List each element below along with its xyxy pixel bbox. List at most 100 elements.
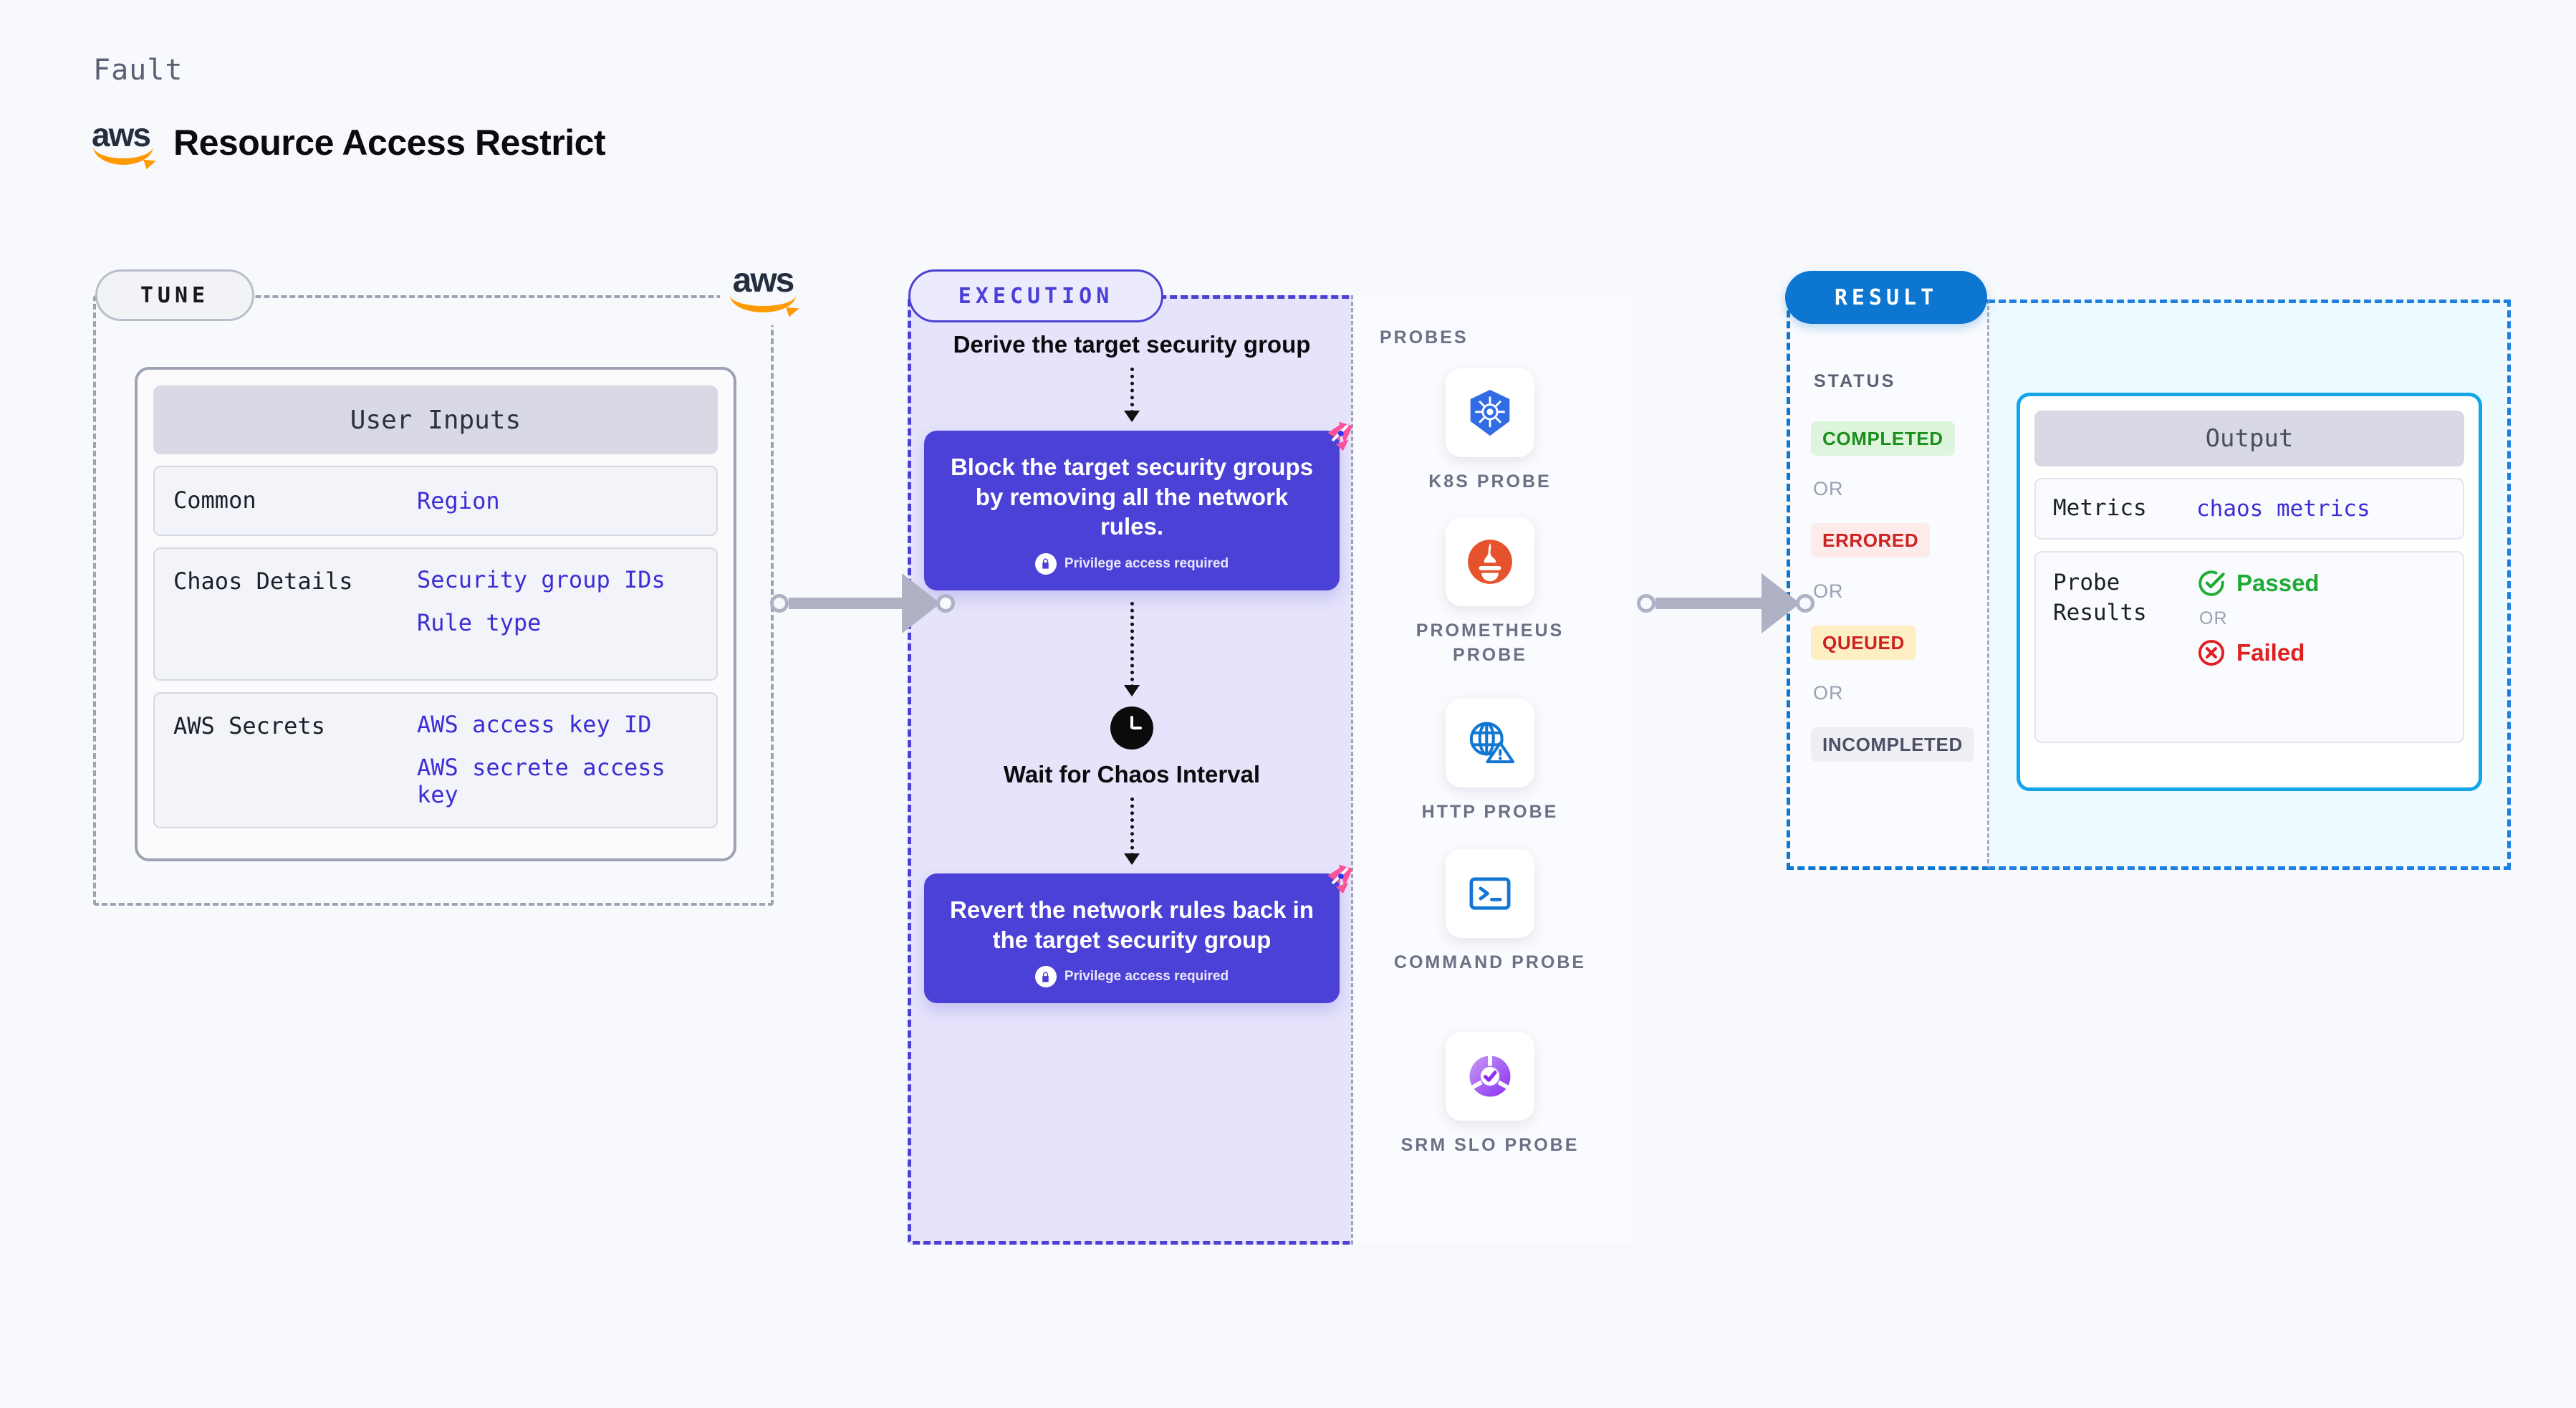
output-row-metrics: Metrics chaos metrics <box>2034 478 2464 540</box>
probe-label: PROMETHEUS PROBE <box>1416 621 1565 665</box>
connector-tune-to-execution <box>770 571 955 636</box>
result-pill[interactable]: RESULT <box>1785 271 1987 324</box>
row-key: Chaos Details <box>173 567 353 595</box>
connector-bar <box>789 598 903 609</box>
aws-logo-icon: aws <box>92 116 155 165</box>
connector-bar <box>1655 598 1763 609</box>
probe-item-srm-slo[interactable]: SRM SLO PROBE <box>1383 1032 1597 1158</box>
status-or-label: OR <box>1813 682 1844 704</box>
row-key: AWS Secrets <box>173 712 325 739</box>
srm-slo-icon <box>1469 1055 1511 1097</box>
fault-title-row: aws Resource Access Restrict <box>92 116 606 165</box>
probe-tile <box>1446 849 1534 938</box>
row-value: Rule type <box>417 609 542 636</box>
x-circle-icon <box>2198 639 2225 666</box>
terminal-icon <box>1469 877 1511 910</box>
step-action-text: Revert the network rules back in the tar… <box>949 896 1314 953</box>
clock-icon <box>1110 706 1153 750</box>
kubernetes-icon <box>1470 389 1510 436</box>
connector-arrowhead-icon <box>1762 573 1800 633</box>
probe-label: HTTP PROBE <box>1421 802 1559 822</box>
aws-smile-icon <box>93 146 153 165</box>
output-key: Probe Results <box>2053 570 2147 626</box>
probe-tile <box>1446 699 1534 787</box>
http-globe-warning-icon <box>1469 722 1515 764</box>
status-badge-queued: QUEUED <box>1811 626 1916 660</box>
step-wait-label: Wait for Chaos Interval <box>1003 760 1261 787</box>
probe-item-command[interactable]: COMMAND PROBE <box>1383 849 1597 975</box>
output-key: Metrics <box>2053 495 2147 522</box>
output-title: Output <box>2034 411 2464 466</box>
user-input-row-common: Common Region <box>153 466 718 536</box>
probe-tile <box>1446 368 1534 457</box>
execution-flow: Derive the target security group Block t… <box>924 330 1353 1004</box>
privilege-note: Privilege access required <box>943 552 1321 575</box>
probe-item-prometheus[interactable]: PROMETHEUS PROBE <box>1383 517 1597 668</box>
flow-arrow-icon <box>1124 368 1140 423</box>
connector-end-dot <box>936 594 955 613</box>
row-values: Region <box>417 487 500 514</box>
row-value: AWS access key ID <box>417 711 652 738</box>
probe-result-failed: Failed <box>2196 638 2320 668</box>
lock-icon <box>1034 966 1057 988</box>
probe-tile <box>1446 517 1534 606</box>
status-badge-completed: COMPLETED <box>1811 421 1955 456</box>
probe-item-http[interactable]: HTTP PROBE <box>1383 699 1597 825</box>
tune-aws-logo-icon: aws <box>720 264 806 325</box>
passed-label: Passed <box>2236 570 2320 596</box>
step-derive-label: Derive the target security group <box>953 331 1311 358</box>
probe-label: COMMAND PROBE <box>1393 952 1587 972</box>
probe-result-or-label: OR <box>2199 608 2228 628</box>
step-action-text: Block the target security groups by remo… <box>950 454 1314 540</box>
user-inputs-title: User Inputs <box>153 385 718 454</box>
connector-start-dot <box>1637 594 1655 613</box>
row-values: Security group IDs Rule type <box>417 566 665 636</box>
fault-eyebrow-label: Fault <box>93 54 183 87</box>
probe-result-values: Passed OR Failed <box>2196 568 2320 668</box>
probe-item-k8s[interactable]: K8S PROBE <box>1383 368 1597 494</box>
failed-label: Failed <box>2236 639 2305 666</box>
probes-title: PROBES <box>1380 327 1469 348</box>
privilege-text: Privilege access required <box>1064 555 1229 571</box>
execution-pill[interactable]: EXECUTION <box>908 269 1163 322</box>
tune-pill[interactable]: TUNE <box>95 269 254 321</box>
output-card: Output Metrics chaos metrics Probe Resul… <box>2017 393 2482 791</box>
privilege-text: Privilege access required <box>1064 969 1229 985</box>
prometheus-icon <box>1468 540 1512 584</box>
probe-label: SRM SLO PROBE <box>1400 1135 1580 1155</box>
page-title: Resource Access Restrict <box>173 123 606 163</box>
aws-wordmark: aws <box>732 262 795 300</box>
aws-smile-icon <box>730 295 796 312</box>
output-value: chaos metrics <box>2196 496 2370 522</box>
connector-start-dot <box>770 594 789 613</box>
step-revert-action[interactable]: Revert the network rules back in the tar… <box>924 864 1353 1004</box>
step-block-action[interactable]: Block the target security groups by remo… <box>924 421 1353 590</box>
lock-icon <box>1034 552 1057 575</box>
connector-execution-to-result <box>1637 571 1815 636</box>
harness-logo-icon <box>1327 421 1353 451</box>
flow-arrow-icon <box>1124 798 1140 866</box>
probe-tile <box>1446 1032 1534 1121</box>
row-values: AWS access key ID AWS secrete access key <box>417 711 698 808</box>
row-key: Common <box>173 487 256 514</box>
status-or-label: OR <box>1813 478 1844 499</box>
check-circle-icon <box>2198 570 2225 596</box>
output-row-probe-results: Probe Results Passed OR Failed <box>2034 551 2464 743</box>
row-value: Security group IDs <box>417 566 665 593</box>
status-or-label: OR <box>1813 580 1844 602</box>
status-badge-errored: ERRORED <box>1811 523 1931 557</box>
harness-logo-icon <box>1327 864 1353 894</box>
probe-result-passed: Passed <box>2196 568 2320 598</box>
user-input-row-chaos-details: Chaos Details Security group IDs Rule ty… <box>153 547 718 681</box>
aws-wordmark: aws <box>92 116 151 153</box>
user-input-row-aws-secrets: AWS Secrets AWS access key ID AWS secret… <box>153 692 718 828</box>
probe-label: K8S PROBE <box>1428 471 1552 492</box>
status-badge-incompleted: INCOMPLETED <box>1811 727 1974 762</box>
row-value: Region <box>417 487 500 514</box>
status-title: STATUS <box>1814 371 1896 391</box>
row-value: AWS secrete access key <box>417 754 665 808</box>
connector-end-dot <box>1796 594 1815 613</box>
privilege-note: Privilege access required <box>943 966 1321 988</box>
user-inputs-card: User Inputs Common Region Chaos Details … <box>135 367 736 861</box>
